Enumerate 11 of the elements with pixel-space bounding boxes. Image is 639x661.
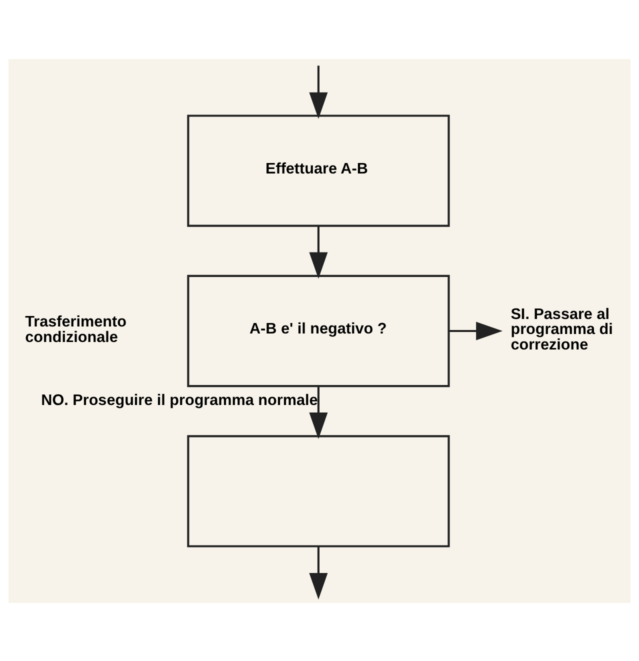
node-box: Effettuare A-B: [187, 114, 450, 226]
label: Trasferimento condizionale: [25, 313, 126, 346]
arrow: [309, 65, 328, 118]
arrow: [448, 321, 503, 340]
edge-label: NO. Proseguire il programma normale: [41, 391, 318, 408]
node-box: A-B e' il negativo ?: [187, 274, 450, 387]
node-text: SI. Passare al programma di correzione: [510, 305, 613, 354]
arrow: [309, 546, 328, 600]
arrow: [309, 225, 328, 278]
arrow: [309, 386, 328, 438]
node-box: [187, 434, 450, 547]
